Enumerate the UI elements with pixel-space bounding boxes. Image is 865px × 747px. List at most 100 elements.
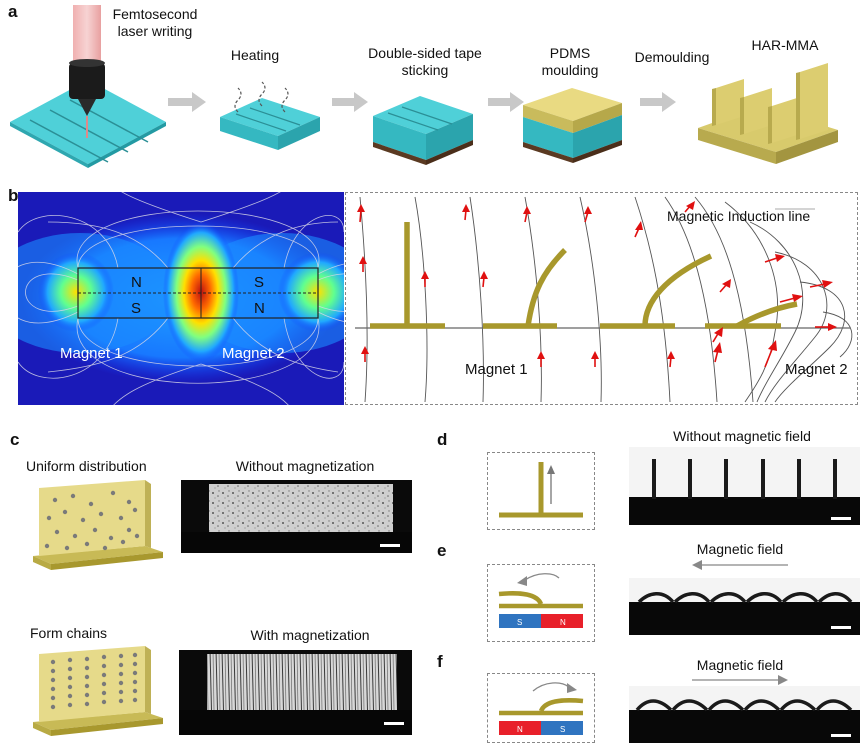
field-arrow: [809, 280, 833, 288]
pillar: [652, 459, 656, 499]
field-arrow: [357, 204, 365, 223]
field-arrow: [480, 271, 488, 288]
step-caption-line: sticking: [401, 62, 449, 78]
field-arrow: [634, 221, 643, 238]
panel-label-c: c: [10, 430, 20, 449]
pillar: [688, 459, 692, 499]
magnet-label: Magnet 1: [465, 361, 528, 378]
schematic-d: [499, 462, 583, 518]
caption-uniform: Uniform distribution: [26, 458, 147, 474]
field-arrow: [815, 323, 837, 331]
bending-schematic-box: [345, 192, 858, 405]
process-arrow-3: [488, 92, 524, 112]
schematic-e: S N: [498, 573, 583, 628]
panel-label-e: e: [437, 541, 447, 560]
field-arrow: [764, 340, 777, 368]
pole-label: S: [517, 618, 522, 627]
micrograph-without-magnetization: [181, 480, 412, 553]
step-caption-line: Double-sided tape: [368, 45, 482, 61]
micrograph-d: [629, 447, 860, 525]
objective-lens: [69, 63, 105, 99]
pole-label: S: [254, 274, 264, 291]
micrograph-with-magnetization: [179, 650, 412, 735]
step-caption-harmma: HAR-MMA: [740, 37, 830, 54]
magnet-label: Magnet 1: [60, 345, 123, 362]
bending-schematic: Magnetic Induction line Magnet 1 Magnet …: [355, 196, 853, 403]
step-caption-line: moulding: [541, 62, 599, 78]
step-caption-line: Demoulding: [634, 49, 710, 65]
field-arrow: [684, 201, 695, 213]
caption-chains: Form chains: [30, 625, 108, 641]
field-arrow: [764, 254, 785, 263]
step-caption-line: PDMS: [549, 45, 591, 61]
step-caption-pdms: PDMS moulding: [530, 45, 610, 79]
caption-field-e: Magnetic field: [696, 541, 784, 557]
caption-field-f: Magnetic field: [696, 657, 784, 673]
field-arrow: [719, 279, 731, 293]
process-arrow-1: [168, 92, 206, 112]
laser-beam: [73, 5, 101, 63]
step-caption-demoulding: Demoulding: [622, 49, 722, 66]
schematic-f: N S: [499, 682, 584, 735]
pillar: [724, 459, 728, 499]
panel-label-f: f: [437, 652, 443, 671]
step-caption-heating: Heating: [215, 47, 295, 64]
field-arrow: [713, 342, 722, 363]
pole-label: N: [254, 300, 265, 317]
field-arrow: [421, 271, 429, 287]
field-arrow: [712, 327, 723, 343]
process-arrow-4: [640, 92, 676, 112]
laser-writing-stage: [10, 5, 166, 168]
magnet-label: Magnet 2: [785, 361, 848, 378]
panel-label-d: d: [437, 430, 448, 449]
field-arrow: [591, 351, 599, 367]
pillar: [797, 459, 801, 499]
panel-label-a: a: [8, 2, 18, 21]
field-arrow: [537, 351, 545, 367]
step-caption-line: Femtosecond: [112, 6, 198, 22]
caption-without-magnetization: Without magnetization: [235, 458, 375, 474]
step-caption-line: HAR-MMA: [751, 37, 819, 53]
field-direction-arrow-e: [692, 560, 788, 570]
field-arrow: [359, 256, 367, 272]
pillar: [761, 459, 765, 499]
scale-bar: [380, 544, 400, 547]
pole-label: N: [560, 618, 566, 627]
step-caption-laser: Femtosecond laser writing: [100, 6, 210, 40]
micrograph-f: [629, 686, 860, 743]
pillar: [833, 459, 837, 499]
micrograph-e: [629, 578, 860, 635]
field-arrow: [523, 206, 531, 223]
caption-with-magnetization: With magnetization: [250, 627, 370, 643]
field-arrow: [779, 294, 803, 303]
pole-label: N: [517, 725, 523, 734]
field-arrow: [462, 204, 470, 221]
chain-particles-illustration: [33, 646, 163, 736]
heating-stage: [220, 81, 320, 150]
caption-without-field: Without magnetic field: [673, 428, 811, 444]
pole-label: S: [131, 300, 141, 317]
schematic-d-box: [487, 452, 595, 530]
field-arrow: [667, 351, 675, 368]
pole-label: N: [131, 274, 142, 291]
panel-a-illustration: [10, 5, 838, 168]
field-direction-arrow-f: [692, 675, 788, 685]
uniform-particles-illustration: [33, 480, 163, 570]
magnet-label: Magnet 2: [222, 345, 285, 362]
panel-label-b: b: [8, 186, 19, 205]
process-arrow-2: [332, 92, 368, 112]
field-arrow: [361, 346, 369, 362]
scale-bar: [831, 517, 851, 520]
step-caption-tape: Double-sided tape sticking: [355, 45, 495, 79]
schematic-e-box: [487, 564, 595, 642]
field-simulation-map: N S S N Magnet 1 Magnet 2: [18, 192, 344, 405]
pdms-stage: [523, 88, 622, 163]
field-arrow: [584, 206, 592, 223]
harmma-stage: [698, 63, 838, 164]
step-caption-line: Heating: [230, 47, 280, 63]
scale-bar: [831, 734, 851, 737]
legend-label: Magnetic Induction line: [667, 208, 810, 224]
scale-bar: [831, 626, 851, 629]
scale-bar: [384, 722, 404, 725]
schematic-f-box: [487, 673, 595, 743]
